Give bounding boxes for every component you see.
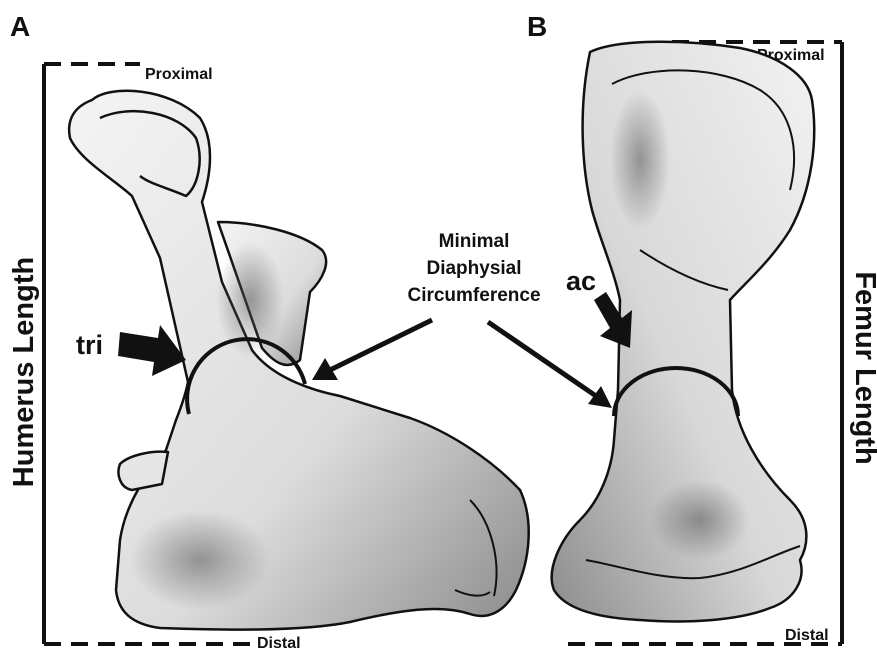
femur-length-label: Femur Length xyxy=(849,271,877,464)
panel-b: B Proximal Distal Femur Length ac xyxy=(527,11,877,644)
center-label-line3: Circumference xyxy=(407,285,540,306)
panel-a: A Proximal Distal Humerus Length xyxy=(8,11,529,649)
panel-b-letter: B xyxy=(527,11,547,42)
humerus-distal-shading xyxy=(130,510,270,610)
femur-head-shading xyxy=(610,90,670,230)
femur-distal-shading xyxy=(650,480,750,560)
humerus-distal-label: Distal xyxy=(257,635,301,649)
humerus-length-label: Humerus Length xyxy=(8,257,40,487)
tri-label: tri xyxy=(76,330,103,360)
center-label-line1: Minimal xyxy=(439,231,510,252)
ac-label: ac xyxy=(566,266,596,296)
femur-distal-label: Distal xyxy=(785,627,829,644)
panel-a-letter: A xyxy=(10,11,30,42)
pointer-arrow-to-humerus xyxy=(312,320,432,380)
pointer-arrow-to-femur xyxy=(488,322,612,408)
humerus-proximal-label: Proximal xyxy=(145,66,213,83)
center-annotation: Minimal Diaphysial Circumference xyxy=(312,231,612,408)
center-label-line2: Diaphysial xyxy=(426,258,521,279)
